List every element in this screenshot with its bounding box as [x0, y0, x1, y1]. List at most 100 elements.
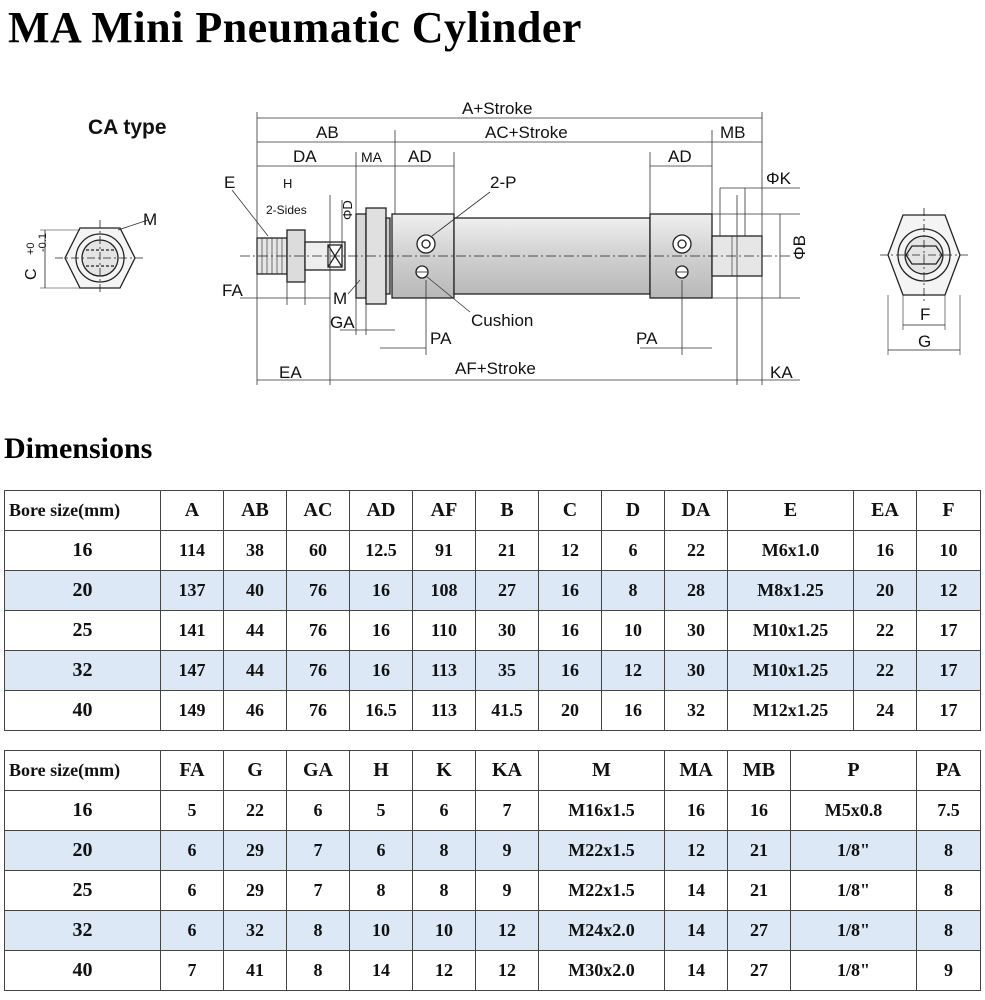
- left-end-view: [40, 219, 149, 295]
- table-row: 20 6 29 7 6 8 9 M22x1.5 12 21 1/8" 8: [4, 830, 981, 871]
- table-cell: 27: [727, 950, 791, 991]
- table-cell: 6: [601, 530, 665, 571]
- table-cell: 16: [4, 790, 161, 831]
- header-ea: EA: [853, 490, 917, 531]
- table-cell: 32: [664, 690, 728, 731]
- table-cell: 14: [664, 950, 728, 991]
- table-cell: 113: [412, 690, 476, 731]
- table-header-row: Bore size(mm) FA G GA H K KA M MA MB P P…: [4, 750, 981, 791]
- right-end-view: [880, 208, 968, 355]
- label-cushion: Cushion: [471, 311, 533, 330]
- label-e: E: [224, 173, 235, 192]
- table-cell: 12: [664, 830, 728, 871]
- dimensions-title: Dimensions: [4, 432, 153, 465]
- label-ad-left: AD: [408, 147, 432, 166]
- table-cell: 7: [286, 830, 350, 871]
- table-cell: 6: [160, 870, 224, 911]
- label-pa-right: PA: [636, 329, 658, 348]
- table-cell: 25: [4, 610, 161, 651]
- header-h: H: [349, 750, 413, 791]
- table-cell: 10: [916, 530, 981, 571]
- table-cell: 6: [160, 830, 224, 871]
- label-pa-left: PA: [430, 329, 452, 348]
- label-ea: EA: [279, 363, 302, 382]
- label-da: DA: [293, 147, 317, 166]
- table-row: 40 7 41 8 14 12 12 M30x2.0 14 27 1/8" 9: [4, 950, 981, 991]
- table-cell: 9: [916, 950, 981, 991]
- page-title: MA Mini Pneumatic Cylinder: [8, 3, 582, 52]
- table-cell: 16: [853, 530, 917, 571]
- table-cell: 6: [412, 790, 476, 831]
- table-cell: 32: [223, 910, 287, 951]
- header-ga: GA: [286, 750, 350, 791]
- table-header-row: Bore size(mm) A AB AC AD AF B C D DA E E…: [4, 490, 981, 531]
- table-cell: 14: [664, 870, 728, 911]
- table-cell: 76: [286, 690, 350, 731]
- table-cell: 60: [286, 530, 350, 571]
- header-ab: AB: [223, 490, 287, 531]
- header-ac: AC: [286, 490, 350, 531]
- label-m-rod: M: [333, 289, 347, 308]
- table-row: 32 147 44 76 16 113 35 16 12 30 M10x1.25…: [4, 650, 981, 691]
- table-cell: 16: [349, 570, 413, 611]
- table-cell: M22x1.5: [538, 830, 665, 871]
- label-2p: 2-P: [490, 173, 516, 192]
- table-cell: 22: [853, 650, 917, 691]
- label-ab: AB: [316, 123, 339, 142]
- table-cell: 40: [223, 570, 287, 611]
- table-cell: 20: [538, 690, 602, 731]
- label-phi-b: ΦB: [790, 235, 809, 260]
- table-cell: M6x1.0: [727, 530, 854, 571]
- header-mb: MB: [727, 750, 791, 791]
- header-fa: FA: [160, 750, 224, 791]
- table-cell: 21: [727, 830, 791, 871]
- table-cell: 76: [286, 610, 350, 651]
- table-cell: 20: [4, 830, 161, 871]
- table-cell: 147: [160, 650, 224, 691]
- label-f: F: [920, 305, 930, 324]
- table-cell: 12: [601, 650, 665, 691]
- label-a-stroke: A+Stroke: [462, 99, 532, 118]
- table-cell: 114: [160, 530, 224, 571]
- table-cell: 29: [223, 870, 287, 911]
- label-phi-k: ΦK: [766, 169, 792, 188]
- table-cell: 30: [664, 610, 728, 651]
- table-cell: 46: [223, 690, 287, 731]
- table-cell: 16: [538, 650, 602, 691]
- label-h: H: [283, 176, 292, 191]
- label-g: G: [918, 332, 931, 351]
- label-c: C: [23, 268, 40, 280]
- label-af-stroke: AF+Stroke: [455, 359, 536, 378]
- table-cell: 40: [4, 950, 161, 991]
- table-cell: 137: [160, 570, 224, 611]
- table-cell: 6: [349, 830, 413, 871]
- table-cell: 44: [223, 610, 287, 651]
- label-ad-right: AD: [668, 147, 692, 166]
- table-cell: 12.5: [349, 530, 413, 571]
- header-k: K: [412, 750, 476, 791]
- table-cell: 16: [4, 530, 161, 571]
- table-cell: 20: [4, 570, 161, 611]
- header-ma: MA: [664, 750, 728, 791]
- table-cell: M12x1.25: [727, 690, 854, 731]
- table-cell: 10: [601, 610, 665, 651]
- header-d: D: [601, 490, 665, 531]
- header-a: A: [160, 490, 224, 531]
- table-cell: 7.5: [916, 790, 981, 831]
- table-row: 25 141 44 76 16 110 30 16 10 30 M10x1.25…: [4, 610, 981, 651]
- table-cell: 6: [286, 790, 350, 831]
- table-cell: 16: [601, 690, 665, 731]
- table-cell: 40: [4, 690, 161, 731]
- table-cell: 44: [223, 650, 287, 691]
- table-cell: 32: [4, 910, 161, 951]
- table-cell: 16: [664, 790, 728, 831]
- label-m-end: M: [143, 210, 157, 229]
- table-cell: 5: [160, 790, 224, 831]
- table-cell: 110: [412, 610, 476, 651]
- table-cell: M30x2.0: [538, 950, 665, 991]
- header-b: B: [475, 490, 539, 531]
- header-f: F: [916, 490, 981, 531]
- cylinder-side-view: [240, 207, 790, 305]
- dimensions-table-2: Bore size(mm) FA G GA H K KA M MA MB P P…: [4, 750, 981, 991]
- table-cell: 20: [853, 570, 917, 611]
